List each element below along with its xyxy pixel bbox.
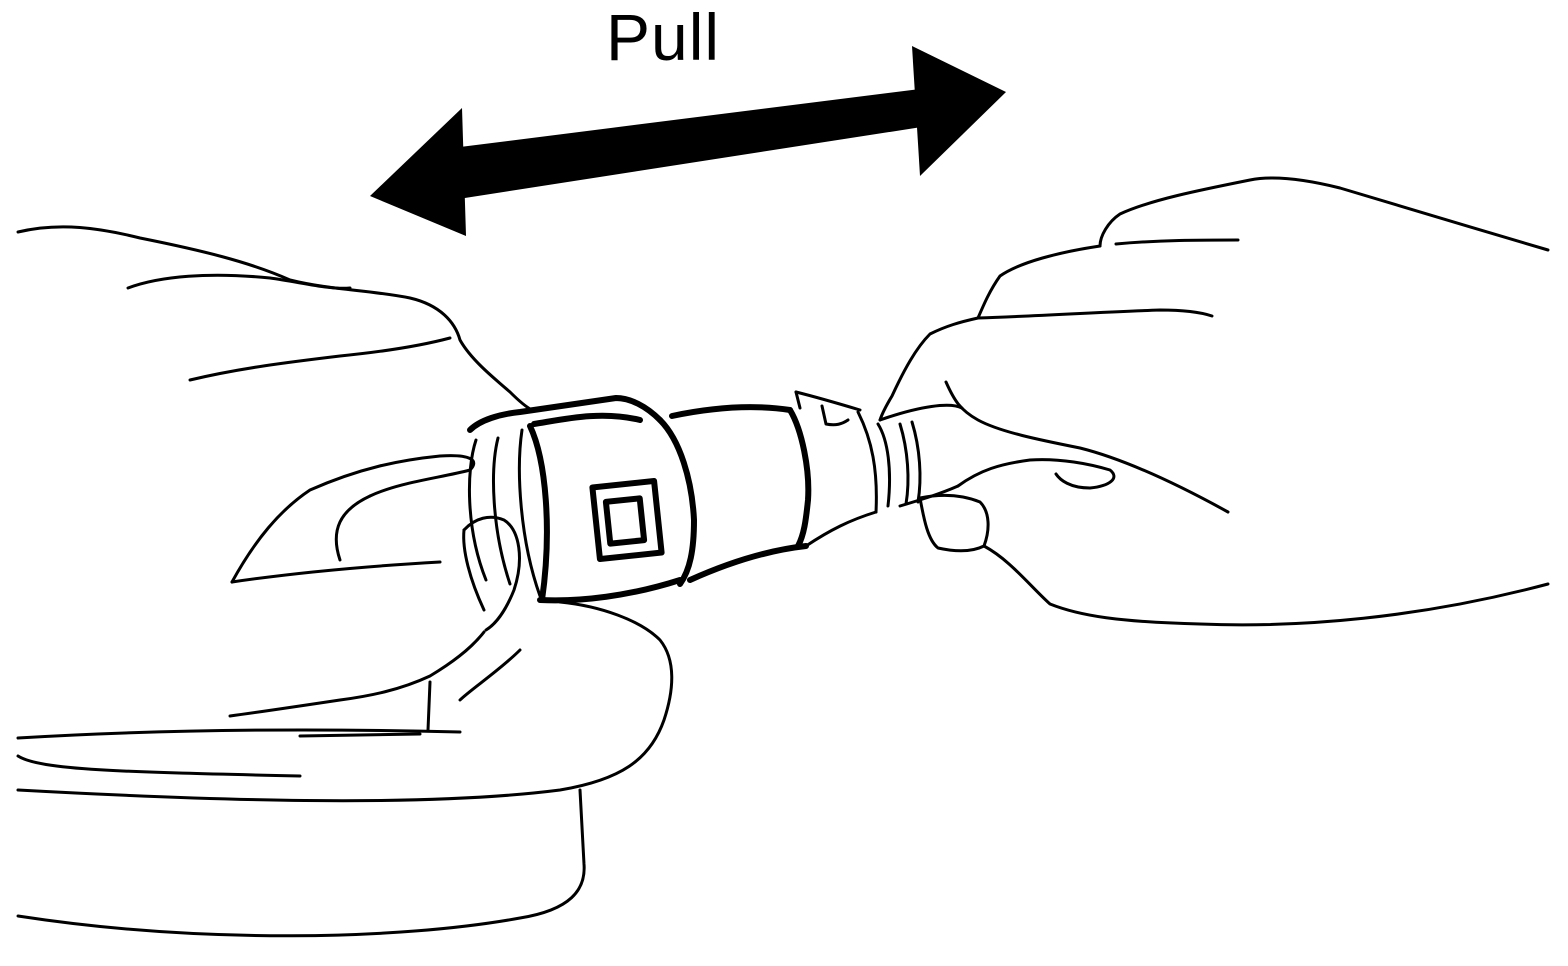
- pull-arrow: [370, 46, 1006, 236]
- pull-arrow-shaft: [452, 88, 928, 200]
- connector-body: [467, 390, 964, 604]
- left-hand: [16, 225, 534, 718]
- pull-arrow-left-head: [370, 108, 466, 236]
- pull-arrow-right-head: [912, 46, 1006, 176]
- pull-label: Pull: [606, 0, 721, 74]
- right-hand: [878, 176, 1550, 627]
- container-base: [16, 600, 674, 938]
